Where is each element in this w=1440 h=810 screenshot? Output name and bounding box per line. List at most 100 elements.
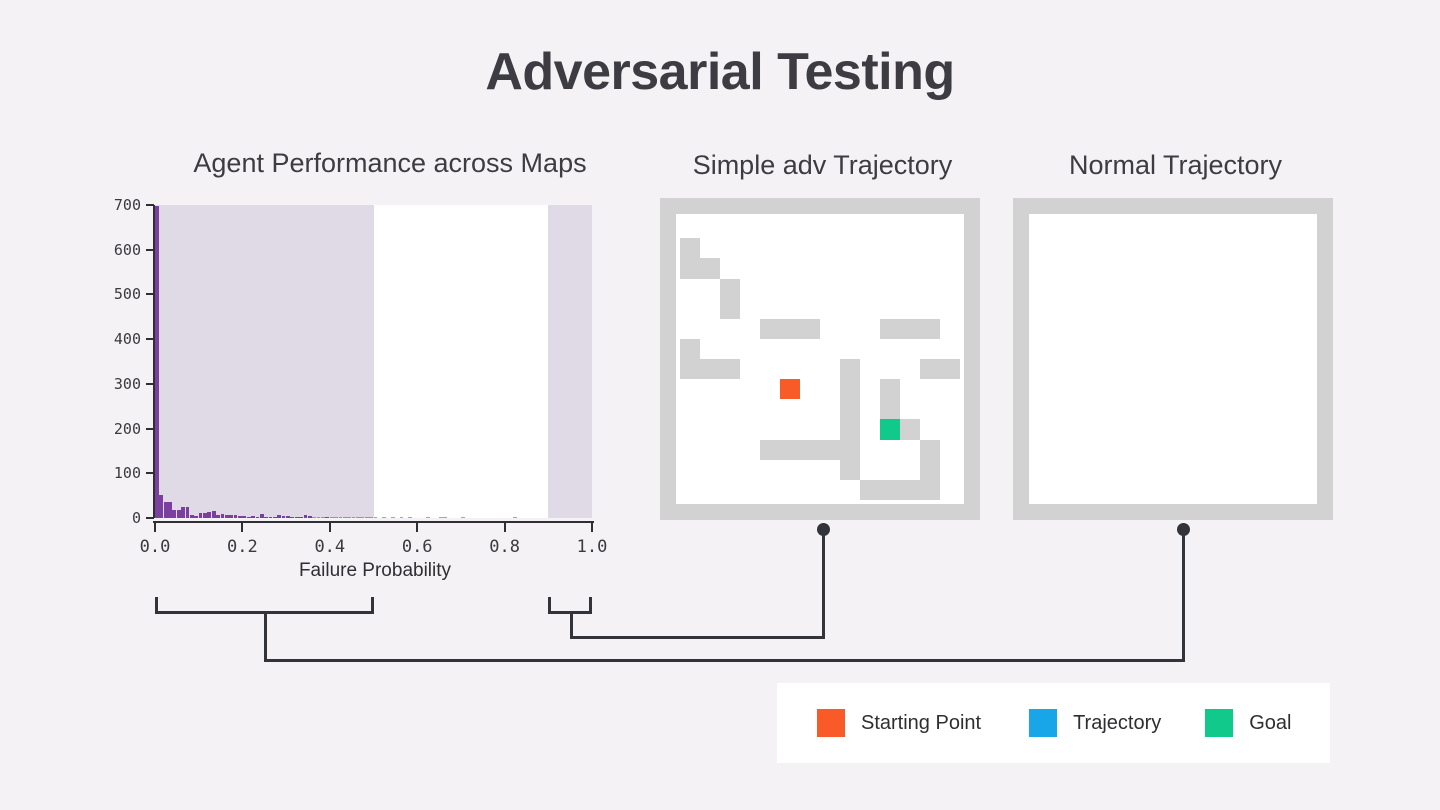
histogram-bar	[224, 515, 229, 518]
map2-panel-title: Normal Trajectory	[1068, 150, 1283, 180]
legend-swatch-starting-point	[817, 709, 845, 737]
map-wall-cell	[920, 359, 940, 380]
histogram-bar	[342, 516, 347, 518]
bracket-1-right-tip	[370, 597, 374, 611]
map-wall-cell	[840, 419, 860, 440]
histogram-bar	[338, 516, 343, 518]
map-wall-cell	[840, 399, 860, 420]
histogram-bar	[216, 515, 220, 518]
map-wall-cell	[920, 318, 940, 339]
histogram-bar	[176, 510, 181, 518]
histogram-bar	[316, 516, 321, 518]
histogram-bar	[303, 515, 308, 518]
map-normal-trajectory	[1013, 198, 1333, 520]
histogram-bar	[312, 516, 317, 518]
path1-vertical-up	[1182, 528, 1185, 659]
histogram-bar	[351, 516, 356, 518]
map-wall-cell	[720, 298, 740, 319]
map-wall-cell	[800, 318, 820, 339]
histogram-bar	[181, 506, 185, 518]
y-axis-tick-label: 400	[113, 330, 141, 349]
map-wall-cell	[920, 459, 940, 480]
histogram-bar	[268, 516, 273, 518]
histogram-bar	[163, 501, 168, 518]
x-axis-tick	[154, 523, 156, 532]
bracket-1-left-tip	[155, 597, 158, 611]
histogram-bar	[356, 516, 360, 518]
y-axis-tick-label: 500	[113, 285, 141, 304]
y-axis-tick-label: 0	[131, 509, 141, 527]
map-goal-marker	[880, 419, 900, 440]
y-axis-tick-label: 200	[113, 419, 141, 438]
map-wall-cell	[880, 379, 900, 400]
legend-label-trajectory: Trajectory	[1073, 711, 1162, 734]
histogram-bar	[233, 514, 238, 518]
histogram-bar	[390, 516, 395, 518]
histogram-bar	[194, 516, 199, 518]
x-axis-tick-label: 0.2	[227, 537, 258, 557]
x-axis-tick-label: 0.4	[314, 537, 346, 557]
histogram-bar	[255, 516, 260, 518]
histogram-bar	[347, 516, 352, 518]
y-axis-tick	[146, 382, 154, 385]
x-axis-tick	[591, 523, 593, 532]
y-axis-tick	[146, 517, 154, 519]
y-axis-tick	[146, 338, 154, 341]
histogram-panel-title: Agent Performance across Maps	[193, 148, 587, 178]
map-wall-cell	[680, 238, 700, 259]
histogram-bar	[299, 516, 303, 518]
map-wall-cell	[940, 359, 960, 380]
map-wall-cell	[820, 439, 840, 460]
map-wall-cell	[720, 359, 740, 380]
legend-swatch-goal	[1205, 709, 1234, 737]
x-axis-tick	[328, 523, 331, 532]
histogram-bar	[373, 516, 378, 518]
y-axis-tick	[146, 293, 154, 296]
x-axis-title: Failure Probability	[298, 560, 452, 581]
map-wall-cell	[920, 479, 940, 500]
legend-item-starting-point: Starting Point	[817, 709, 981, 737]
histogram-bar	[185, 506, 190, 518]
x-axis-tick	[241, 523, 244, 532]
histogram-bar	[294, 516, 299, 518]
x-axis-spine	[153, 521, 594, 523]
histogram-bar	[321, 516, 325, 518]
histogram-bar	[251, 516, 255, 518]
map-wall-cell	[900, 419, 920, 440]
y-axis-tick	[146, 427, 154, 430]
highlight-band-0	[155, 205, 374, 518]
histogram-bar	[329, 516, 334, 518]
map-wall-cell	[700, 258, 720, 279]
histogram-bar	[242, 516, 247, 518]
map-wall-cell	[780, 318, 800, 339]
map-wall-cell	[760, 439, 780, 460]
histogram-bar	[211, 511, 216, 518]
histogram-bar	[159, 494, 164, 518]
y-axis-tick-label: 700	[113, 196, 141, 214]
histogram-bar	[203, 513, 207, 518]
map-wall-cell	[680, 359, 700, 380]
map-wall-cell	[840, 439, 860, 460]
histogram-bar	[425, 516, 430, 518]
legend-swatch-trajectory	[1029, 709, 1058, 737]
histogram-bar	[382, 516, 386, 518]
map-wall-cell	[800, 439, 820, 460]
histogram-bar	[364, 516, 369, 518]
map-wall-cell	[720, 278, 740, 299]
histogram-bar	[443, 516, 448, 518]
path2-vertical-up	[822, 528, 825, 636]
map-wall-cell	[860, 479, 880, 500]
histogram-bar	[272, 516, 277, 518]
histogram-bar	[264, 516, 269, 518]
x-axis-tick	[503, 523, 506, 532]
histogram-bar	[325, 516, 330, 518]
map2-floor	[1029, 214, 1317, 504]
connector-endpoint-dot	[1176, 522, 1190, 536]
map-wall-cell	[680, 338, 700, 359]
x-axis-tick-label: 0.0	[139, 537, 171, 557]
map-wall-cell	[900, 479, 920, 500]
page-title: Adversarial Testing	[485, 43, 955, 101]
histogram-bar	[369, 516, 373, 518]
legend-label-goal: Goal	[1249, 711, 1292, 734]
bracket-2-left-tip	[548, 597, 552, 611]
